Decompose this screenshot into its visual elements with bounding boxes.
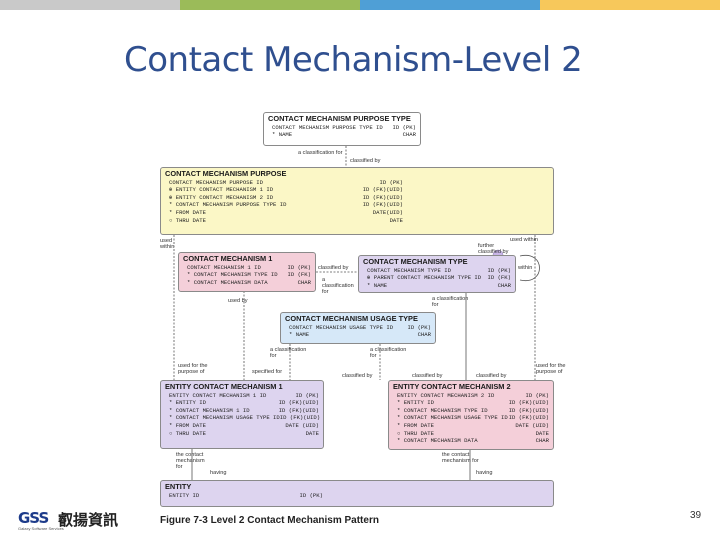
rel-label: a classification for: [298, 150, 343, 156]
entity-name: CONTACT MECHANISM TYPE: [363, 257, 468, 266]
entity-name: CONTACT MECHANISM PURPOSE TYPE: [268, 114, 411, 123]
entity-contact-mechanism-1: CONTACT MECHANISM 1 CONTACT MECHANISM 1 …: [178, 252, 316, 292]
rel-label: used for the purpose of: [178, 363, 208, 375]
rel-label: used within: [510, 237, 538, 243]
rel-label: the contact mechanism for: [442, 452, 479, 464]
slide-title: Contact Mechanism-Level 2: [124, 40, 583, 80]
top-bar-segment-yellow: [540, 0, 720, 10]
entity-entity-contact-mechanism-2: ENTITY CONTACT MECHANISM 2 ENTITY CONTAC…: [388, 380, 554, 450]
entity-entity-contact-mechanism-1: ENTITY CONTACT MECHANISM 1 ENTITY CONTAC…: [160, 380, 324, 449]
rel-label: classified by: [412, 373, 443, 379]
entity-contact-mechanism-type: CONTACT MECHANISM TYPE CONTACT MECHANISM…: [358, 255, 516, 293]
top-color-bar: [0, 0, 720, 10]
top-bar-segment-gray: [0, 0, 180, 10]
rel-label: a classification for: [270, 347, 307, 359]
rel-label: within: [518, 265, 533, 271]
rel-label: used for the purpose of: [536, 363, 566, 375]
entity-contact-mechanism-usage-type: CONTACT MECHANISM USAGE TYPE CONTACT MEC…: [280, 312, 436, 344]
top-bar-segment-green: [180, 0, 360, 10]
entity-name: ENTITY CONTACT MECHANISM 1: [165, 382, 283, 391]
rel-label: having: [476, 470, 493, 476]
rel-label: classified by: [318, 265, 349, 271]
entity-contact-mechanism-purpose: CONTACT MECHANISM PURPOSE CONTACT MECHAN…: [160, 167, 554, 235]
top-bar-segment-blue: [360, 0, 540, 10]
logo-latin: GSS: [18, 509, 49, 527]
entity-name: ENTITY CONTACT MECHANISM 2: [393, 382, 511, 391]
rel-label: used within: [160, 238, 175, 250]
rel-label: specified for: [252, 369, 283, 375]
rel-label: a classification for: [432, 296, 469, 308]
rel-label: classified by: [342, 373, 373, 379]
entity-name: CONTACT MECHANISM USAGE TYPE: [285, 314, 418, 323]
rel-label: the contact mechanism for: [176, 452, 205, 470]
entity-name: CONTACT MECHANISM PURPOSE: [165, 169, 287, 178]
rel-label: a classification for: [322, 277, 354, 295]
rel-label: having: [210, 470, 227, 476]
rel-label: a classification for: [370, 347, 407, 359]
entity-name: CONTACT MECHANISM 1: [183, 254, 273, 263]
figure-caption: Figure 7-3 Level 2 Contact Mechanism Pat…: [160, 515, 379, 526]
rel-label: used by: [228, 298, 248, 304]
entity-name: ENTITY: [165, 482, 192, 491]
logo-chinese: 叡揚資訊: [58, 511, 119, 529]
rel-label: classified by: [476, 373, 507, 379]
company-logo: GSS 叡揚資訊 Galaxy Software Services: [18, 509, 138, 533]
page-number: 39: [690, 510, 702, 521]
rel-label: classified by: [350, 158, 381, 164]
logo-tagline: Galaxy Software Services: [18, 526, 64, 531]
entity-contact-mechanism-purpose-type: CONTACT MECHANISM PURPOSE TYPE CONTACT M…: [263, 112, 421, 146]
rel-label: further classified by: [478, 243, 509, 255]
